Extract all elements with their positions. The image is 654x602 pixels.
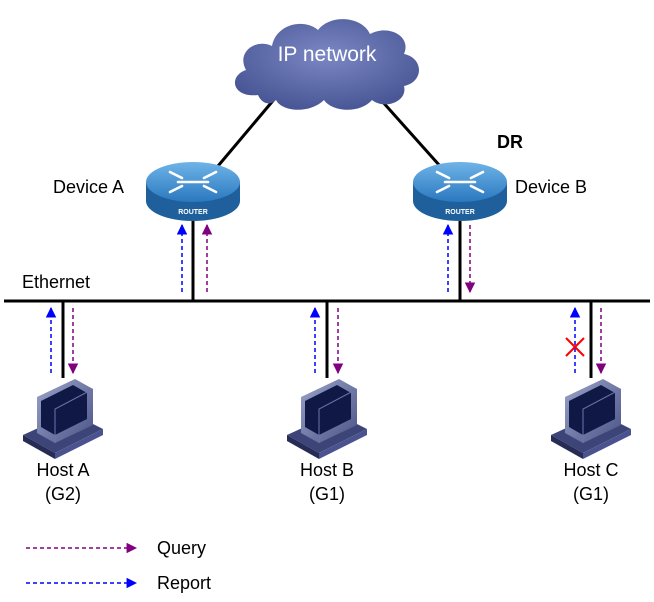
host-c-name: Host C bbox=[563, 460, 618, 480]
router-tag-device-a: ROUTER bbox=[178, 209, 208, 216]
router-arrows-icon bbox=[435, 170, 485, 194]
computer-host-c-icon bbox=[551, 379, 631, 459]
router-device-a: ROUTER bbox=[146, 162, 240, 221]
host-b-name: Host B bbox=[300, 460, 354, 480]
host-a-name: Host A bbox=[36, 460, 89, 480]
router-device-b: ROUTER bbox=[413, 162, 507, 221]
host-a-group: (G2) bbox=[45, 484, 81, 504]
ip-network-cloud: IP network bbox=[234, 19, 419, 110]
host-b-group: (G1) bbox=[309, 484, 345, 504]
device-b-label: Device B bbox=[515, 177, 587, 197]
computer-host-a-icon bbox=[23, 379, 103, 459]
router-arrows-icon bbox=[168, 170, 218, 194]
legend: Query Report bbox=[26, 538, 211, 593]
cloud-label: IP network bbox=[278, 43, 377, 66]
computer-host-b-icon bbox=[287, 379, 367, 459]
ethernet-label: Ethernet bbox=[22, 272, 90, 292]
dr-badge: DR bbox=[497, 132, 523, 152]
device-a-label: Device A bbox=[53, 177, 124, 197]
host-c-group: (G1) bbox=[573, 484, 609, 504]
suppressed-cross-icon bbox=[565, 337, 585, 357]
legend-query-label: Query bbox=[157, 538, 206, 558]
legend-report-label: Report bbox=[157, 573, 211, 593]
router-tag-device-b: ROUTER bbox=[445, 209, 475, 216]
